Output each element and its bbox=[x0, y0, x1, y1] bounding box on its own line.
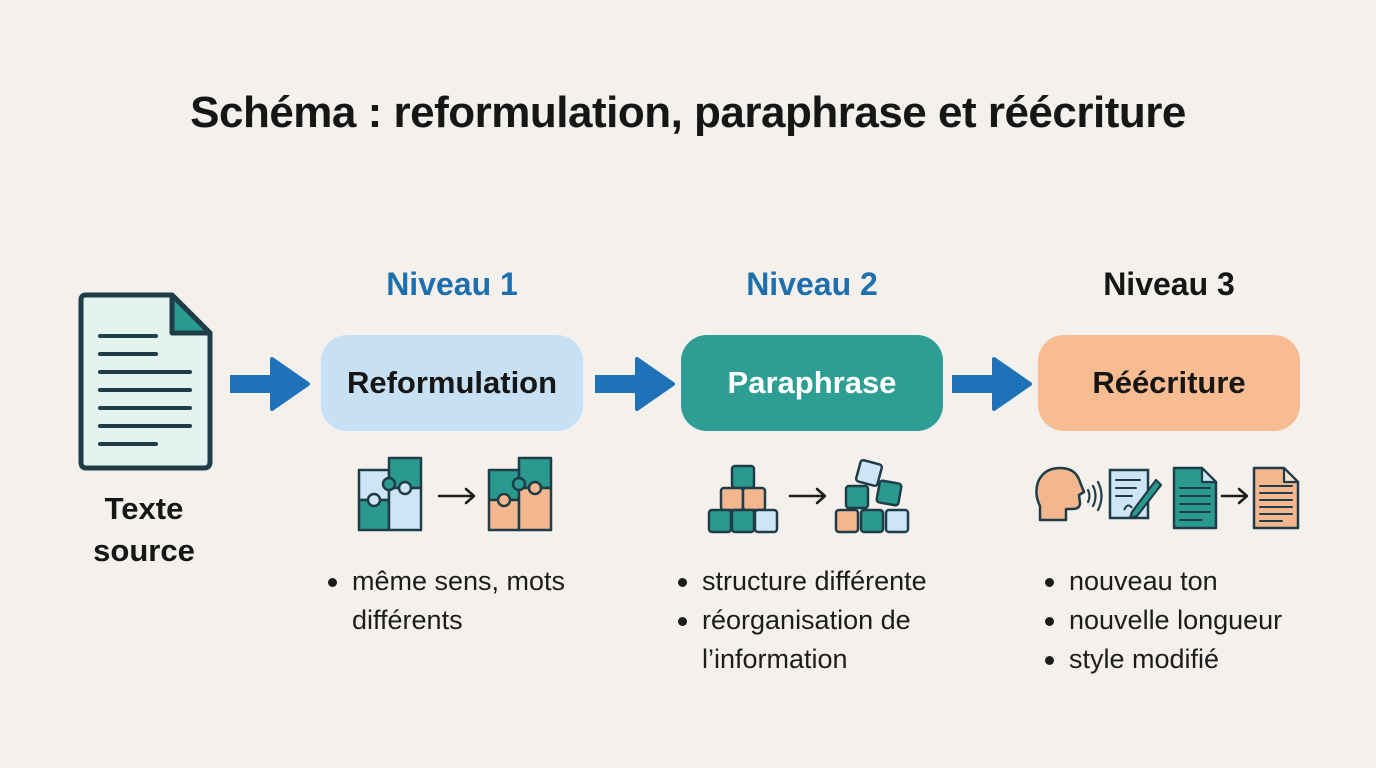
diagram-title: Schéma : reformulation, paraphrase et ré… bbox=[190, 88, 1186, 137]
reformulation-box: Reformulation bbox=[321, 335, 583, 431]
level-2-label: Niveau 2 bbox=[746, 266, 878, 302]
paraphrase-box: Paraphrase bbox=[681, 335, 943, 431]
flow-arrow-icon bbox=[230, 357, 310, 411]
list-item: nouveau ton bbox=[1043, 562, 1343, 601]
puzzle-icon bbox=[357, 456, 553, 532]
speech-and-document-icon bbox=[1035, 466, 1300, 530]
flow-arrow-icon bbox=[595, 357, 675, 411]
paraphrase-bullets: structure différente réorganisation de l… bbox=[676, 562, 966, 679]
list-item: style modifié bbox=[1043, 640, 1343, 679]
source-label: Texte source bbox=[74, 488, 214, 572]
level-1-label: Niveau 1 bbox=[386, 266, 518, 302]
flow-arrow-icon bbox=[952, 357, 1032, 411]
reformulation-bullets: même sens, mots différents bbox=[326, 562, 596, 640]
reecriture-box: Réécriture bbox=[1038, 335, 1300, 431]
list-item: nouvelle longueur bbox=[1043, 601, 1343, 640]
list-item: structure différente bbox=[676, 562, 966, 601]
blocks-icon bbox=[707, 458, 910, 534]
level-3-label: Niveau 3 bbox=[1103, 266, 1235, 302]
list-item: réorganisation de l’information bbox=[676, 601, 966, 679]
source-label-line1: Texte bbox=[104, 491, 184, 526]
document-icon bbox=[78, 292, 213, 471]
list-item: même sens, mots différents bbox=[326, 562, 596, 640]
source-label-line2: source bbox=[93, 533, 195, 568]
reecriture-bullets: nouveau ton nouvelle longueur style modi… bbox=[1043, 562, 1343, 679]
